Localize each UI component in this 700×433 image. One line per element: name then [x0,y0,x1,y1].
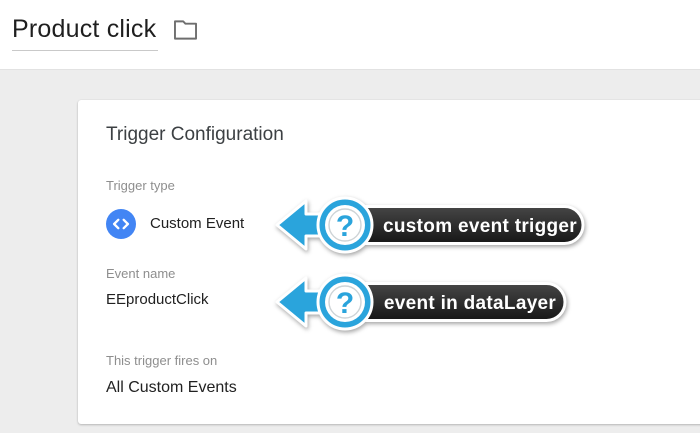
fires-on-value: All Custom Events [106,379,237,396]
trigger-type-label: Trigger type [106,178,175,193]
card-title: Trigger Configuration [106,124,284,145]
workspace: Trigger Configuration Trigger type Custo… [0,70,700,433]
page-header: Product click [0,0,700,70]
fires-on-label: This trigger fires on [106,353,218,368]
folder-icon [173,20,198,44]
code-brackets-icon [106,209,136,239]
event-name-value: EEproductClick [106,291,209,308]
page-title[interactable]: Product click [12,15,159,51]
folder-button[interactable] [173,19,198,41]
trigger-type-row[interactable]: Custom Event [106,209,678,239]
event-name-label: Event name [106,266,176,281]
trigger-type-value: Custom Event [150,215,245,232]
trigger-configuration-card[interactable]: Trigger Configuration Trigger type Custo… [78,100,700,424]
